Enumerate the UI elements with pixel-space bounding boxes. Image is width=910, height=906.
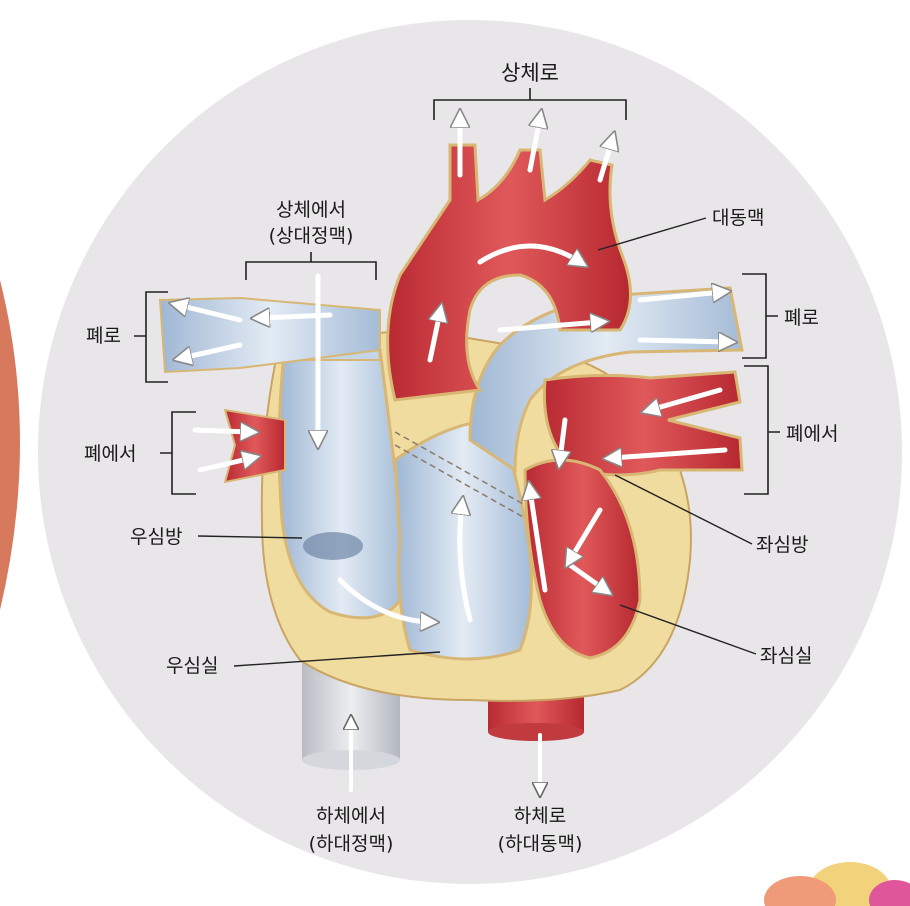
label-inferior-vena-cava: (하대정맥) (309, 833, 394, 855)
tricuspid-valve (303, 532, 363, 560)
label-left-atrium: 좌심방 (756, 534, 808, 556)
label-to-lower: 하체로 (514, 805, 566, 827)
label-right-atrium: 우심방 (130, 526, 182, 548)
left-edge-decoration (0, 280, 20, 610)
label-from-lungs-left: 폐에서 (84, 443, 136, 465)
label-descending-aorta: (하대동맥) (498, 833, 583, 855)
label-to-lungs-right: 폐로 (784, 307, 819, 329)
label-superior-vena-cava: (상대정맥) (269, 225, 354, 247)
flow-arrow (260, 315, 330, 318)
flow-arrow (195, 430, 250, 432)
label-left-ventricle: 좌심실 (760, 645, 812, 667)
label-from-lungs-right: 폐에서 (786, 423, 838, 445)
right-atrium (279, 345, 404, 618)
label-aorta: 대동맥 (712, 207, 764, 229)
label-right-ventricle: 우심실 (166, 655, 218, 677)
label-systemic-out: 상체로 (501, 61, 559, 85)
flow-arrow (640, 340, 728, 342)
pulmonary-vein-left (225, 410, 285, 482)
label-from-lower: 하체에서 (316, 805, 386, 827)
label-to-lungs-left: 폐로 (86, 325, 121, 347)
label-from-upper: 상체에서 (276, 199, 346, 221)
